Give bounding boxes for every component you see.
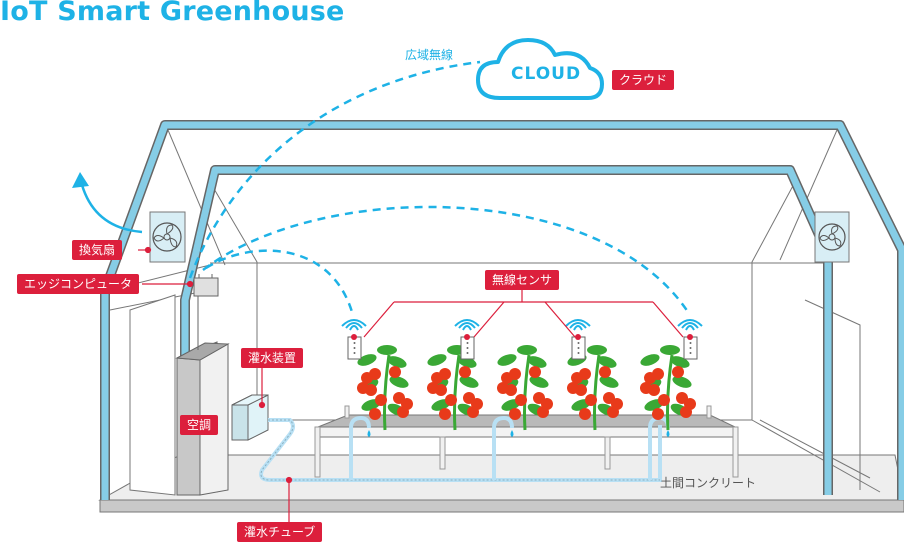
leaf (597, 356, 617, 368)
edge-computer (193, 274, 219, 350)
tomato (648, 384, 660, 396)
tomato-plant (640, 345, 696, 431)
leaf (427, 354, 447, 366)
tomato (365, 384, 377, 396)
irrigation-device (231, 394, 269, 441)
tomato (652, 368, 664, 380)
outer-frame (100, 120, 904, 500)
leaf (660, 345, 680, 355)
tomato (575, 384, 587, 396)
edge-computer-label: エッジコンピュータ (17, 274, 140, 294)
tomato (509, 408, 521, 420)
water-drop-icon (666, 430, 670, 437)
faucet (349, 415, 371, 480)
tomato (439, 408, 451, 420)
water-drop-icon (510, 430, 514, 437)
tomato (515, 394, 527, 406)
sensor-1 (341, 319, 367, 360)
wireless-links (188, 60, 690, 313)
ground-slab (98, 454, 904, 513)
tomato-plant (357, 345, 413, 431)
plants (357, 345, 696, 431)
wifi-icon (341, 319, 367, 331)
leaf (357, 354, 377, 366)
leaf (497, 354, 517, 366)
leaf (527, 356, 547, 368)
ventilation-fan-label: 換気扇 (72, 240, 123, 260)
wide-area-wireless-label: 広域無線 (405, 48, 454, 62)
tomato (529, 366, 541, 378)
wifi-icon (565, 319, 591, 331)
faucet (492, 415, 514, 480)
cloud-text: CLOUD (511, 64, 582, 84)
sensor-4 (677, 319, 703, 360)
tomato (505, 384, 517, 396)
label-leaders (138, 246, 293, 522)
wireless-sensor-label: 無線センサ (485, 270, 560, 290)
tomato (599, 366, 611, 378)
leaf (459, 376, 479, 388)
fan-icon (149, 211, 186, 263)
tomato (672, 366, 684, 378)
tomato (652, 408, 664, 420)
leaf (377, 345, 397, 355)
tomato (537, 406, 549, 418)
floor-label: 土間コンクリート (660, 476, 757, 490)
tomato (607, 406, 619, 418)
irrigation-tube-label: 灌水チューブ (237, 522, 323, 542)
irrigation-device-label: 灌水装置 (241, 348, 304, 368)
tomato-plant (497, 345, 553, 431)
tomato (389, 366, 401, 378)
leaf (672, 376, 692, 388)
cloud-icon (476, 38, 604, 100)
tomato (579, 368, 591, 380)
leaf (587, 345, 607, 355)
sensor-leader-lines (363, 290, 684, 338)
cloud-label: クラウド (612, 70, 675, 90)
planting-bench (314, 405, 739, 478)
tomato (435, 384, 447, 396)
tomato-plant (427, 345, 483, 431)
leaf (389, 376, 409, 388)
leaf (640, 354, 660, 366)
leaf (529, 376, 549, 388)
sensors (341, 319, 703, 360)
arrow-up-icon (72, 172, 143, 234)
tomato (680, 406, 692, 418)
sensor-3 (565, 319, 591, 360)
tomato (445, 394, 457, 406)
tomato (579, 408, 591, 420)
air-conditioner-label: 空調 (180, 415, 219, 435)
leaf (517, 345, 537, 355)
inner-frame (180, 165, 833, 495)
tomato (369, 408, 381, 420)
tomato (439, 368, 451, 380)
tomato (658, 394, 670, 406)
page-title: IoT Smart Greenhouse (0, 0, 345, 27)
tomato (375, 394, 387, 406)
fan-icon (814, 211, 850, 263)
sensor-2 (454, 319, 480, 360)
tomato (397, 406, 409, 418)
leaf (387, 356, 407, 368)
tomato (509, 368, 521, 380)
tomato (467, 406, 479, 418)
tomato (459, 366, 471, 378)
wifi-icon (677, 319, 703, 331)
wifi-icon (454, 319, 480, 331)
tomato (585, 394, 597, 406)
water-drop-icon (367, 430, 371, 437)
tomato (369, 368, 381, 380)
leaf (599, 376, 619, 388)
